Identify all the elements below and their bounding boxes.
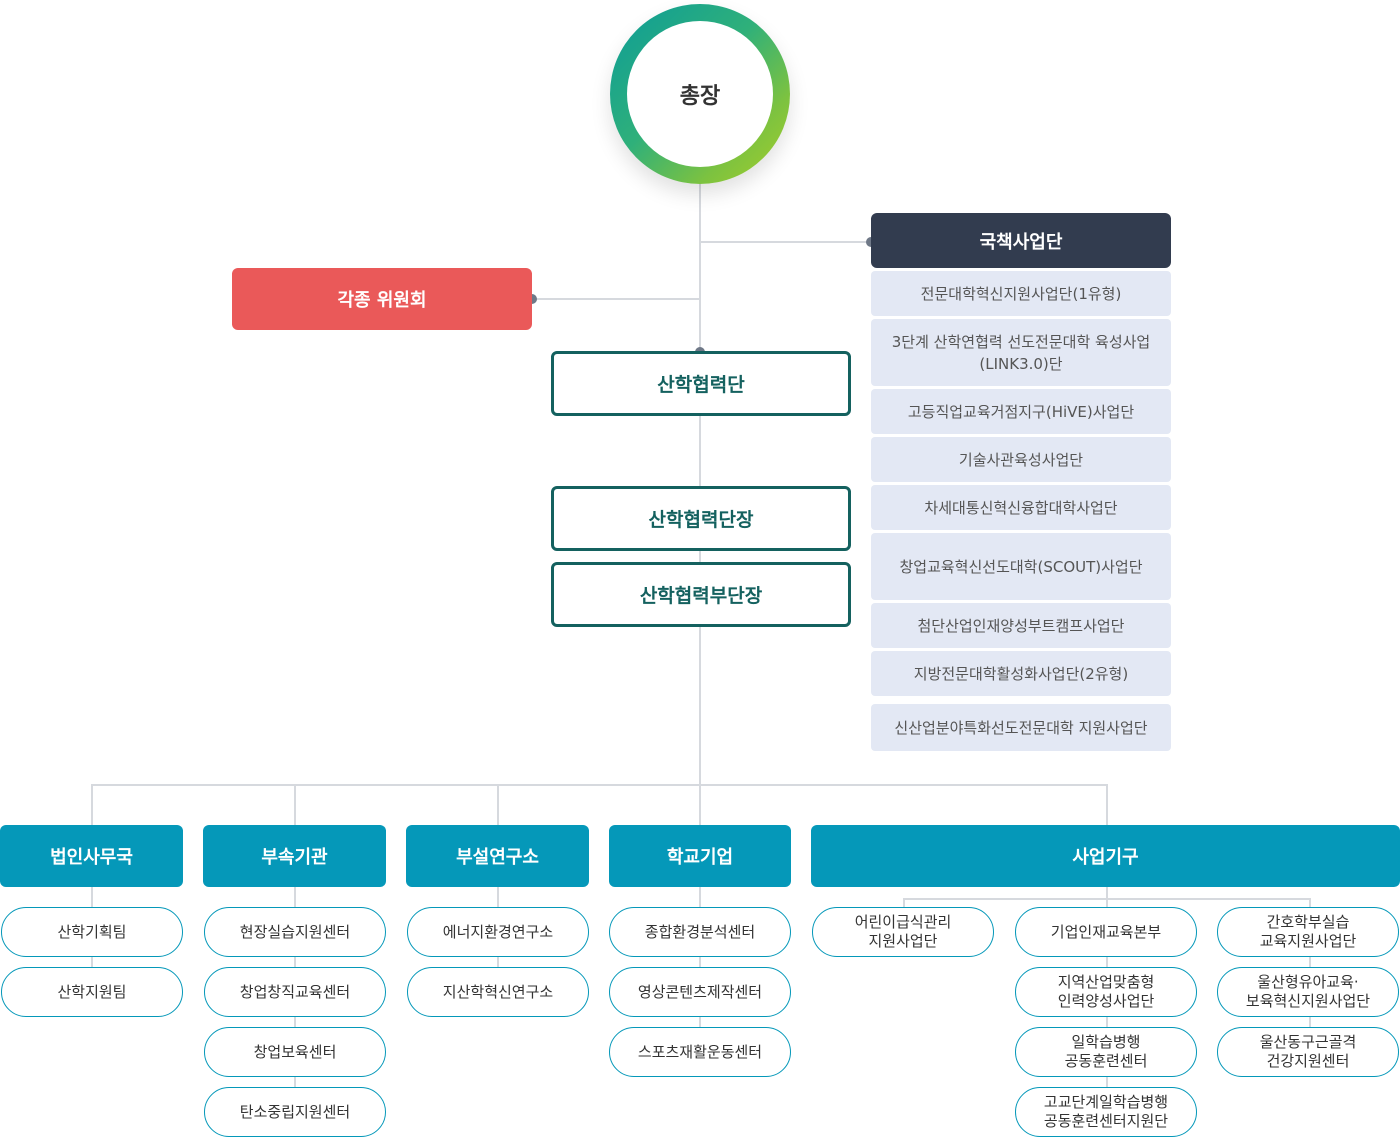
sub-unit: 탄소중립지원센터 — [204, 1087, 386, 1137]
sub-unit-multiline: 어린이급식관리 지원사업단 — [812, 907, 994, 957]
connector-dept-2 — [294, 784, 296, 825]
dept-research-institutes: 부설연구소 — [406, 825, 589, 887]
national-projects-title: 국책사업단 — [871, 213, 1171, 268]
connector-dept-4 — [699, 784, 701, 825]
national-project-item: 창업교육혁신선도대학(SCOUT)사업단 — [871, 533, 1171, 600]
national-project-item: 차세대통신혁신융합대학사업단 — [871, 485, 1171, 530]
connector-main-vertical — [699, 184, 701, 785]
connector-dept-5 — [1106, 784, 1108, 825]
connector-biz-col-1 — [903, 898, 905, 908]
president-label: 총장 — [627, 21, 773, 167]
dept-business-organization: 사업기구 — [811, 825, 1400, 887]
sub-unit-multiline: 울산형유아교육· 보육혁신지원사업단 — [1217, 967, 1399, 1017]
dept-school-enterprise: 학교기업 — [609, 825, 791, 887]
sub-unit: 현장실습지원센터 — [204, 907, 386, 957]
national-project-item: 신산업분야특화선도전문대학 지원사업단 — [871, 704, 1171, 751]
industry-cooperation-group: 산학협력단 — [551, 351, 851, 416]
connector-committee — [532, 298, 700, 300]
sub-unit-multiline: 일학습병행 공동훈련센터 — [1015, 1027, 1197, 1077]
sub-unit: 산학기획팀 — [1, 907, 183, 957]
sub-unit-multiline: 지역산업맞춤형 인력양성사업단 — [1015, 967, 1197, 1017]
connector-dot-committee — [527, 294, 537, 304]
sub-unit: 창업창직교육센터 — [204, 967, 386, 1017]
national-project-item: 고등직업교육거점지구(HiVE)사업단 — [871, 389, 1171, 434]
sub-unit: 지산학혁신연구소 — [407, 967, 589, 1017]
connector-dept-1 — [91, 784, 93, 825]
national-project-item: 3단계 산학연협력 선도전문대학 육성사업(LINK3.0)단 — [871, 319, 1171, 386]
dept-corporate-office: 법인사무국 — [0, 825, 183, 887]
sub-unit: 스포츠재활운동센터 — [609, 1027, 791, 1077]
committee-node: 각종 위원회 — [232, 268, 532, 330]
national-project-item: 첨단산업인재양성부트캠프사업단 — [871, 603, 1171, 648]
sub-unit: 영상콘텐츠제작센터 — [609, 967, 791, 1017]
connector-departments-horizontal — [91, 784, 1107, 786]
connector-sub-4 — [699, 887, 701, 1027]
connector-national-projects — [700, 241, 871, 243]
sub-unit-multiline: 간호학부실습 교육지원사업단 — [1217, 907, 1399, 957]
dept-affiliated-institutions: 부속기관 — [203, 825, 386, 887]
sub-unit-multiline: 울산동구근골격 건강지원센터 — [1217, 1027, 1399, 1077]
connector-biz-col-3 — [1309, 898, 1311, 1028]
sub-unit: 창업보육센터 — [204, 1027, 386, 1077]
national-project-item: 전문대학혁신지원사업단(1유형) — [871, 271, 1171, 316]
sub-unit: 기업인재교육본부 — [1015, 907, 1197, 957]
sub-unit: 종합환경분석센터 — [609, 907, 791, 957]
connector-dept-3 — [497, 784, 499, 825]
industry-cooperation-vice-head: 산학협력부단장 — [551, 562, 851, 627]
president-node: 총장 — [610, 4, 790, 184]
national-project-item: 기술사관육성사업단 — [871, 437, 1171, 482]
national-project-item: 지방전문대학활성화사업단(2유형) — [871, 651, 1171, 696]
sub-unit: 산학지원팀 — [1, 967, 183, 1017]
sub-unit-multiline: 고교단계일학습병행 공동훈련센터지원단 — [1015, 1087, 1197, 1137]
industry-cooperation-head: 산학협력단장 — [551, 486, 851, 551]
sub-unit: 에너지환경연구소 — [407, 907, 589, 957]
